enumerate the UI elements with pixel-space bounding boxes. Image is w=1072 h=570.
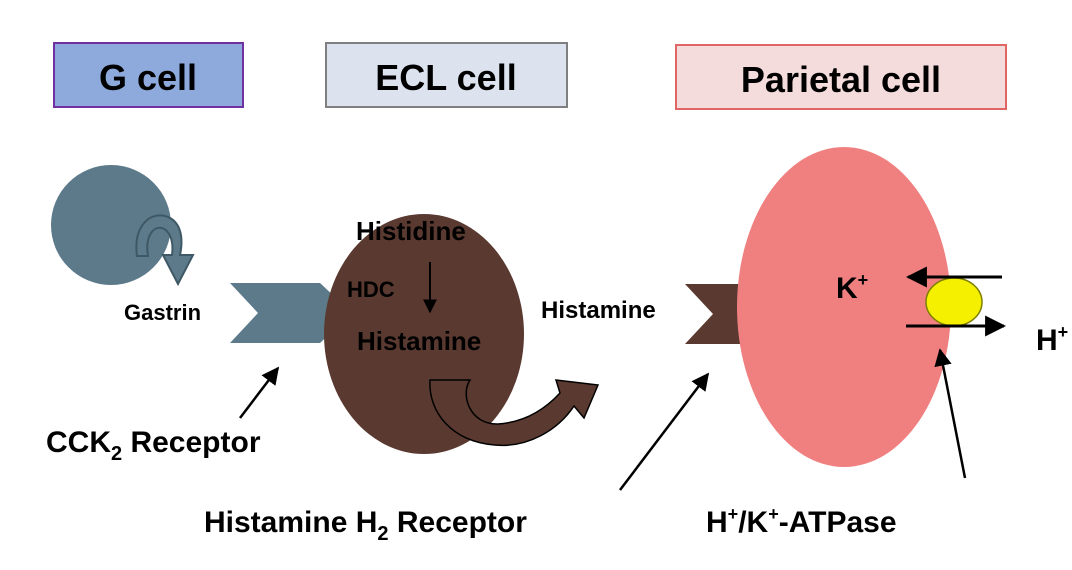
parietal-cell-title: Parietal cell bbox=[741, 59, 941, 100]
cck2-pointer-arrow bbox=[239, 366, 280, 419]
h2-pointer-arrow bbox=[619, 372, 710, 491]
hdc-label: HDC bbox=[347, 277, 395, 302]
histamine-release-curved-arrow bbox=[429, 379, 600, 447]
g-cell-title: G cell bbox=[99, 57, 197, 98]
histamine-h2-receptor-label: Histamine H2 Receptor bbox=[204, 506, 527, 545]
gastrin-label: Gastrin bbox=[124, 300, 201, 325]
k-ion-label: K+ bbox=[836, 270, 868, 305]
cck2-receptor-shape bbox=[230, 283, 352, 343]
histamine-inside-label: Histamine bbox=[357, 326, 481, 356]
atpase-pointer-arrow bbox=[934, 348, 967, 479]
ecl-cell-body bbox=[324, 214, 524, 454]
atpase-pump-icon bbox=[925, 277, 983, 327]
g-cell-title-box: G cell bbox=[53, 42, 244, 108]
ecl-cell-title-box: ECL cell bbox=[325, 42, 568, 108]
cck2-receptor-label: CCK2 Receptor bbox=[46, 426, 261, 465]
ecl-cell-title: ECL cell bbox=[375, 57, 516, 98]
parietal-cell-body bbox=[737, 147, 951, 467]
parietal-cell-title-box: Parietal cell bbox=[675, 44, 1007, 110]
gastrin-release-curved-arrow bbox=[135, 214, 195, 287]
atpase-label: H+/K+-ATPase bbox=[706, 504, 897, 539]
histidine-label: Histidine bbox=[356, 216, 466, 246]
h-ion-label: H+ bbox=[1036, 322, 1068, 357]
histamine-between-label: Histamine bbox=[541, 297, 656, 324]
